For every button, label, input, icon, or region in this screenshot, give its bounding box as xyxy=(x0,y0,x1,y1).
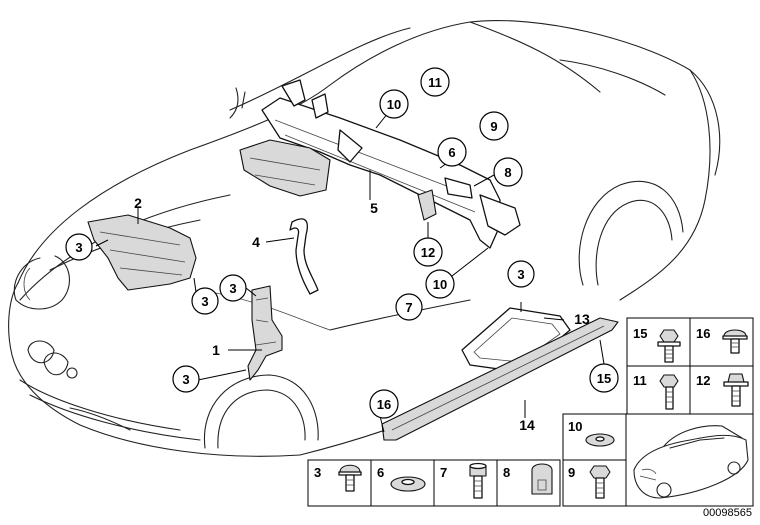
callout-2: 2 xyxy=(134,195,142,211)
svg-text:9: 9 xyxy=(490,119,497,134)
reference-number: 00098565 xyxy=(703,507,752,519)
parts-grid: 15 16 11 12 10 9 3 6 7 8 xyxy=(307,317,754,507)
washer-10-icon xyxy=(585,433,615,447)
screw-16-icon xyxy=(722,329,748,354)
grid-label-9: 9 xyxy=(568,465,575,480)
grid-box-9 xyxy=(562,459,627,507)
screw-3-icon xyxy=(338,464,362,492)
svg-text:7: 7 xyxy=(405,300,412,315)
svg-text:5: 5 xyxy=(370,200,378,216)
svg-text:3: 3 xyxy=(75,240,82,255)
svg-text:8: 8 xyxy=(504,165,511,180)
svg-text:10: 10 xyxy=(433,277,447,292)
svg-text:11: 11 xyxy=(428,75,442,90)
callout-4: 4 xyxy=(252,234,260,250)
callout-7: 7 xyxy=(395,293,423,321)
svg-text:6: 6 xyxy=(448,145,455,160)
svg-text:3: 3 xyxy=(201,294,208,309)
callout-11: 11 xyxy=(420,67,450,97)
callout-3-headlight: 3 xyxy=(65,233,93,261)
bolt-7-icon xyxy=(469,462,487,499)
part-4-hose xyxy=(265,218,319,295)
svg-text:16: 16 xyxy=(377,397,391,412)
callout-1: 1 xyxy=(212,342,220,358)
grid-label-6: 6 xyxy=(377,465,384,480)
svg-text:3: 3 xyxy=(229,281,236,296)
callout-10-top: 10 xyxy=(379,89,409,119)
grommet-6-icon xyxy=(390,476,426,492)
svg-text:14: 14 xyxy=(519,417,535,433)
callout-16-main: 16 xyxy=(369,389,399,419)
grid-box-car-thumbnail xyxy=(625,413,754,507)
bolt-15-icon xyxy=(657,329,681,363)
part-2-splash-shield xyxy=(87,208,197,291)
grid-label-16: 16 xyxy=(696,326,710,341)
callout-3-bracket-bottom: 3 xyxy=(172,365,200,393)
svg-text:1: 1 xyxy=(212,342,220,358)
callout-12: 12 xyxy=(413,237,443,267)
grid-box-7 xyxy=(433,459,498,507)
grid-box-16 xyxy=(689,317,754,367)
grid-label-7: 7 xyxy=(440,465,447,480)
grid-label-3: 3 xyxy=(314,465,321,480)
callout-3-bracket-top: 3 xyxy=(219,274,247,302)
svg-text:15: 15 xyxy=(597,371,611,386)
callout-3-wheel: 3 xyxy=(191,287,219,315)
svg-text:2: 2 xyxy=(134,195,142,211)
car-thumbnail-icon xyxy=(633,425,749,499)
callout-3-tray: 3 xyxy=(507,260,535,288)
callout-15-main: 15 xyxy=(589,363,619,393)
svg-text:3: 3 xyxy=(517,267,524,282)
part-14-underbody-panel xyxy=(379,317,619,441)
callout-10-bottom: 10 xyxy=(425,269,455,299)
callout-8: 8 xyxy=(493,157,523,187)
part-1-bracket xyxy=(228,285,283,381)
svg-text:13: 13 xyxy=(574,311,590,327)
svg-text:3: 3 xyxy=(182,372,189,387)
callout-14: 14 xyxy=(519,417,535,433)
callout-13: 13 xyxy=(574,311,590,327)
bolt-11-icon xyxy=(659,374,679,410)
callout-6: 6 xyxy=(437,137,467,167)
svg-text:10: 10 xyxy=(387,97,401,112)
grid-label-12: 12 xyxy=(696,373,710,388)
grid-label-15: 15 xyxy=(633,326,647,341)
part-5-axle-carrier xyxy=(239,79,521,249)
grid-label-11: 11 xyxy=(633,373,647,388)
grid-label-8: 8 xyxy=(503,465,510,480)
plug-8-icon xyxy=(531,463,553,495)
svg-text:4: 4 xyxy=(252,234,260,250)
grid-box-3 xyxy=(307,459,372,507)
callout-9: 9 xyxy=(479,111,509,141)
screw-12-icon xyxy=(723,373,749,407)
svg-text:12: 12 xyxy=(421,245,435,260)
callout-5: 5 xyxy=(370,200,378,216)
bolt-9-icon xyxy=(589,465,611,499)
part-13-tray xyxy=(461,302,571,373)
grid-label-10: 10 xyxy=(568,419,582,434)
grid-box-11 xyxy=(626,365,691,415)
